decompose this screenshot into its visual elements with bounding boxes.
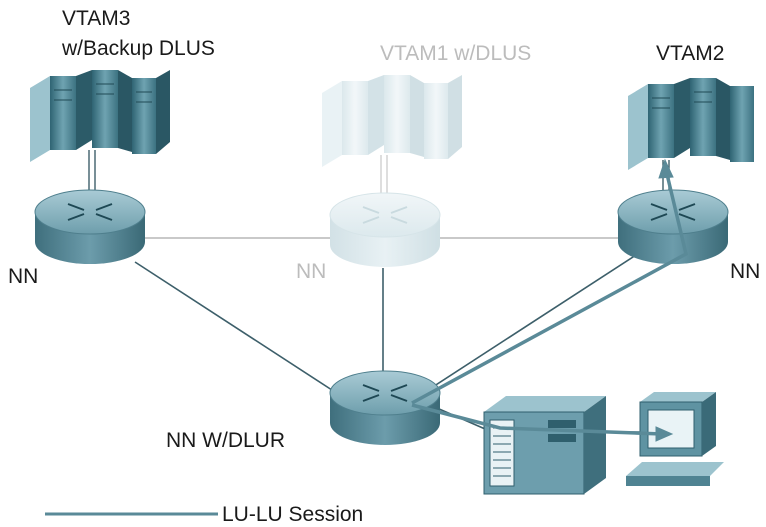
session-line-to-terminal bbox=[411, 403, 663, 436]
vtam2-mainframe bbox=[628, 78, 754, 170]
nn-dlur-label: NN W/DLUR bbox=[166, 429, 285, 452]
session-arrowhead-terminal bbox=[655, 426, 674, 442]
vtam3-label-line1: VTAM3 bbox=[62, 7, 130, 30]
vtam2-label: VTAM2 bbox=[656, 42, 724, 65]
router-center bbox=[329, 192, 441, 267]
vtam1-mainframe bbox=[322, 75, 462, 167]
vtam3-label-line2: w/Backup DLUS bbox=[61, 37, 215, 60]
nn-right-label: NN bbox=[730, 260, 760, 283]
vtam1-label: VTAM1 w/DLUS bbox=[380, 42, 531, 65]
router-left bbox=[34, 189, 146, 264]
link-right-dlur bbox=[424, 254, 637, 393]
nn-left-label: NN bbox=[8, 265, 38, 288]
terminal bbox=[626, 392, 724, 486]
nn-center-label: NN bbox=[296, 260, 326, 283]
router-right bbox=[617, 189, 729, 264]
vtam3-mainframe bbox=[30, 70, 170, 162]
legend-label: LU-LU Session bbox=[222, 503, 363, 526]
workstation-tower bbox=[483, 396, 606, 495]
lu-lu-session-path bbox=[411, 158, 689, 442]
link-left-dlur bbox=[134, 261, 336, 393]
session-arrowhead-vtam2 bbox=[658, 158, 674, 179]
session-line-to-vtam2 bbox=[411, 169, 689, 405]
